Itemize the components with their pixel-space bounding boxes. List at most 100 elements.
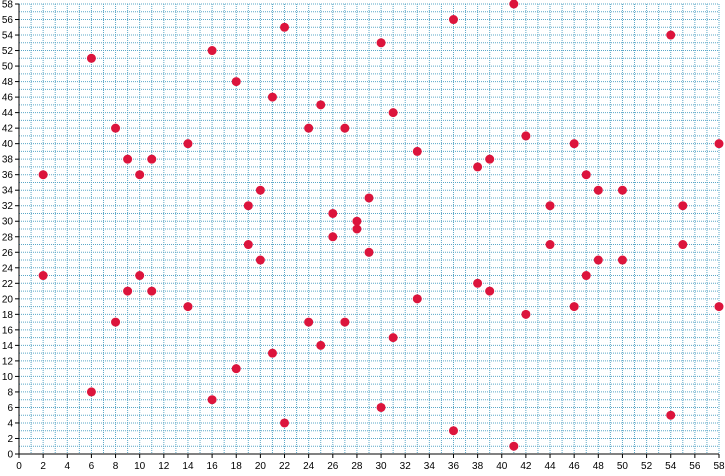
x-tick-label: 38 [472, 461, 484, 471]
data-point [207, 46, 217, 56]
y-tick-label: 16 [2, 325, 14, 336]
data-point [617, 185, 627, 195]
data-point [304, 123, 314, 133]
x-tick-label: 40 [496, 461, 508, 471]
data-point [376, 38, 386, 48]
y-tick-label: 24 [2, 263, 14, 274]
data-point [714, 302, 724, 312]
data-point [328, 208, 338, 218]
data-point [123, 286, 133, 296]
y-tick-label: 30 [2, 217, 14, 228]
data-point [183, 139, 193, 149]
y-tick-label: 42 [2, 124, 14, 135]
x-tick-label: 16 [207, 461, 219, 471]
data-point [388, 108, 398, 118]
x-tick-label: 32 [400, 461, 412, 471]
data-point [267, 348, 277, 358]
y-tick-label: 50 [2, 62, 14, 73]
y-tick-label: 46 [2, 93, 14, 104]
data-point [340, 317, 350, 327]
data-point [364, 193, 374, 203]
data-point [545, 240, 555, 250]
y-tick-label: 44 [2, 108, 14, 119]
y-tick-label: 28 [2, 232, 14, 243]
x-tick-label: 6 [89, 461, 95, 471]
x-tick-label: 18 [231, 461, 243, 471]
data-point [678, 201, 688, 211]
x-tick-label: 54 [665, 461, 677, 471]
data-points [38, 0, 724, 451]
x-tick-label: 44 [544, 461, 556, 471]
y-tick-label: 36 [2, 170, 14, 181]
data-point [485, 154, 495, 164]
data-point [412, 294, 422, 304]
y-tick-label: 32 [2, 201, 14, 212]
y-tick-label: 22 [2, 279, 14, 290]
data-point [581, 170, 591, 180]
data-point [38, 170, 48, 180]
data-point [388, 333, 398, 343]
data-point [364, 247, 374, 257]
data-point [473, 162, 483, 172]
grid-lines [18, 3, 720, 455]
y-tick-label: 56 [2, 15, 14, 26]
data-point [280, 22, 290, 32]
x-tick-label: 46 [569, 461, 581, 471]
y-tick-label: 40 [2, 139, 14, 150]
y-tick-label: 58 [2, 0, 14, 11]
y-tick-label: 38 [2, 155, 14, 166]
y-tick-label: 48 [2, 77, 14, 88]
data-point [123, 154, 133, 164]
x-tick-label: 48 [593, 461, 605, 471]
y-tick-label: 8 [7, 387, 13, 398]
y-tick-label: 52 [2, 46, 14, 57]
data-point [714, 139, 724, 149]
x-tick-label: 26 [327, 461, 339, 471]
y-tick-label: 2 [7, 434, 13, 445]
data-point [316, 100, 326, 110]
x-tick-label: 8 [113, 461, 119, 471]
y-tick-label: 12 [2, 356, 14, 367]
data-point [316, 340, 326, 350]
data-point [340, 123, 350, 133]
data-point [545, 201, 555, 211]
data-point [111, 317, 121, 327]
data-point [86, 387, 96, 397]
y-tick-label: 10 [2, 372, 14, 383]
data-point [147, 286, 157, 296]
data-point [509, 441, 519, 451]
data-point [376, 402, 386, 412]
data-point [473, 278, 483, 288]
y-tick-label: 14 [2, 341, 14, 352]
data-point [207, 395, 217, 405]
data-point [412, 146, 422, 156]
y-tick-label: 18 [2, 310, 14, 321]
y-tick-label: 4 [7, 418, 13, 429]
data-point [569, 139, 579, 149]
data-point [485, 286, 495, 296]
x-tick-label: 28 [351, 461, 363, 471]
x-tick-label: 56 [689, 461, 701, 471]
data-point [255, 185, 265, 195]
data-point [328, 232, 338, 242]
y-tick-label: 54 [2, 31, 14, 42]
data-point [231, 364, 241, 374]
data-point [448, 15, 458, 25]
x-tick-label: 0 [16, 461, 22, 471]
data-point [255, 255, 265, 265]
y-tick-label: 34 [2, 186, 14, 197]
x-tick-label: 22 [279, 461, 291, 471]
data-point [111, 123, 121, 133]
x-tick-label: 42 [520, 461, 532, 471]
data-point [267, 92, 277, 102]
data-point [183, 302, 193, 312]
data-point [38, 271, 48, 281]
data-point [304, 317, 314, 327]
y-tick-label: 0 [7, 450, 13, 461]
data-point [509, 0, 519, 9]
data-point [243, 240, 253, 250]
x-tick-label: 24 [303, 461, 315, 471]
data-point [147, 154, 157, 164]
x-tick-label: 58 [713, 461, 725, 471]
x-tick-label: 14 [182, 461, 194, 471]
